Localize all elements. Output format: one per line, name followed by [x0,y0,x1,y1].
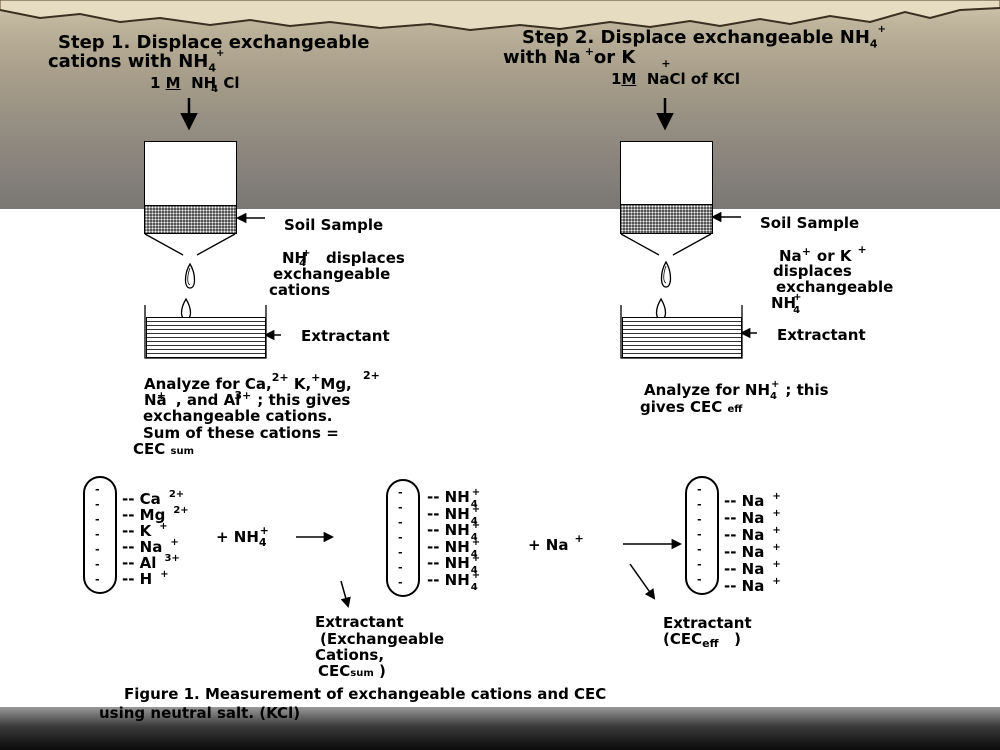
negative-charge: - [95,528,100,541]
negative-charge: - [697,573,702,586]
exchange-ion: -- NH4+ [427,503,481,527]
step1-analyze-line4: Sum of these cations = [143,424,339,442]
colloid-3 [685,476,719,595]
step2-displace-na: Na+or K+ [779,243,867,265]
step2-title-line2: with Na+or K+ [503,45,671,70]
negative-charge: - [697,498,702,511]
negative-charge: - [95,513,100,526]
exchange-ion: -- Na+ [122,537,179,556]
exchange-ion: -- Na+ [724,542,781,561]
exchange-ion: -- Na+ [724,576,781,595]
torn-paper-edge [0,0,1000,32]
negative-charge: - [95,558,100,571]
negative-charge: - [697,558,702,571]
negative-charge: - [697,543,702,556]
exchange-ion: -- Na+ [724,491,781,510]
step2-soil-label: Soil Sample [760,214,860,232]
exchange-ion: -- NH4+ [427,569,481,593]
negative-charge: - [398,576,403,589]
step2-soil-sample [620,204,713,234]
step1-displace-nh: NH4+ [282,248,311,269]
negative-charge: - [398,501,403,514]
figure-caption-line2: using neutral salt. (KCl) [99,704,301,722]
step1-reagent: 1 M NH4 Cl [150,74,240,95]
negative-charge: - [95,573,100,586]
extractant1-line4: CECsum ) [318,662,386,680]
step1-cations: cations [269,281,331,299]
negative-charge: - [697,513,702,526]
negative-charge: - [398,531,403,544]
figure-caption-line1: Figure 1. Measurement of exchangeable ca… [124,685,607,703]
negative-charge: - [398,546,403,559]
step1-soil-sample [144,205,237,234]
bottom-background-band [0,707,1000,750]
exchange-ion: -- NH4+ [427,553,481,576]
negative-charge: - [95,498,100,511]
step2-extractant-label: Extractant [777,326,866,344]
step1-analyze-line5: CEC sum [133,440,194,458]
negative-charge: - [697,528,702,541]
negative-charge: - [398,516,403,529]
extractant1-line2: (Exchangeable [320,630,445,648]
extractant1-line1: Extractant [315,613,404,631]
plus-na-reagent: + Na+ [528,532,584,554]
extractant1-line3: Cations, [315,646,385,664]
step1-displaces: displaces [326,249,405,267]
step1-analyze-line3: exchangeable cations. [143,407,333,425]
step1-title-line1: Step 1. Displace exchangeable [58,32,370,53]
exchange-ion: -- Na+ [724,508,781,527]
step1-analyze-line2: Na+, and Al3+; this gives [144,389,351,409]
colloid-1 [83,476,117,594]
step2-title-line1: Step 2. Displace exchangeable NH4+ [522,24,886,51]
exchange-ion: -- K+ [122,521,168,540]
plus-nh4-reagent: + NH4+ [216,524,269,549]
step1-extractant-beaker [146,317,266,358]
exchange-ion: -- Na+ [724,559,781,578]
step2-analyze-line1: Analyze for NH4+; this [644,379,829,402]
colloid-2 [386,479,420,597]
step2-nh4: NH4+ [771,292,802,316]
negative-charge: - [95,543,100,556]
negative-charge: - [95,483,100,496]
extractant2-line1: Extractant [663,614,752,632]
extractant2-line2: (CECeff ) [663,630,742,650]
exchange-ion: -- H+ [122,569,169,588]
negative-charge: - [398,561,403,574]
step2-displaces: displaces [773,262,852,280]
negative-charge: - [697,483,702,496]
exchange-ion: -- Na+ [724,525,781,544]
exchange-ion: -- NH4+ [427,487,481,510]
step2-reagent: 1M NaCl of KCl [611,70,741,88]
step2-extractant-beaker [622,317,742,358]
step1-analyze-line1: Analyze for Ca,2+ K,+Mg, 2+ [144,369,380,393]
step1-title-line2: cations with NH4+ [48,48,225,75]
negative-charge: - [398,486,403,499]
exchange-ion: -- NH4+ [427,536,481,560]
step1-extractant-label: Extractant [301,327,390,345]
step1-exchangeable: exchangeable [273,265,391,283]
step1-soil-label: Soil Sample [284,216,384,234]
exchange-ion: -- NH4+ [427,520,481,543]
step1-column-top [144,141,237,207]
step2-analyze-line2: gives CEC eff [640,398,743,416]
step2-exchangeable: exchangeable [776,278,894,296]
step2-column-top [620,141,713,206]
